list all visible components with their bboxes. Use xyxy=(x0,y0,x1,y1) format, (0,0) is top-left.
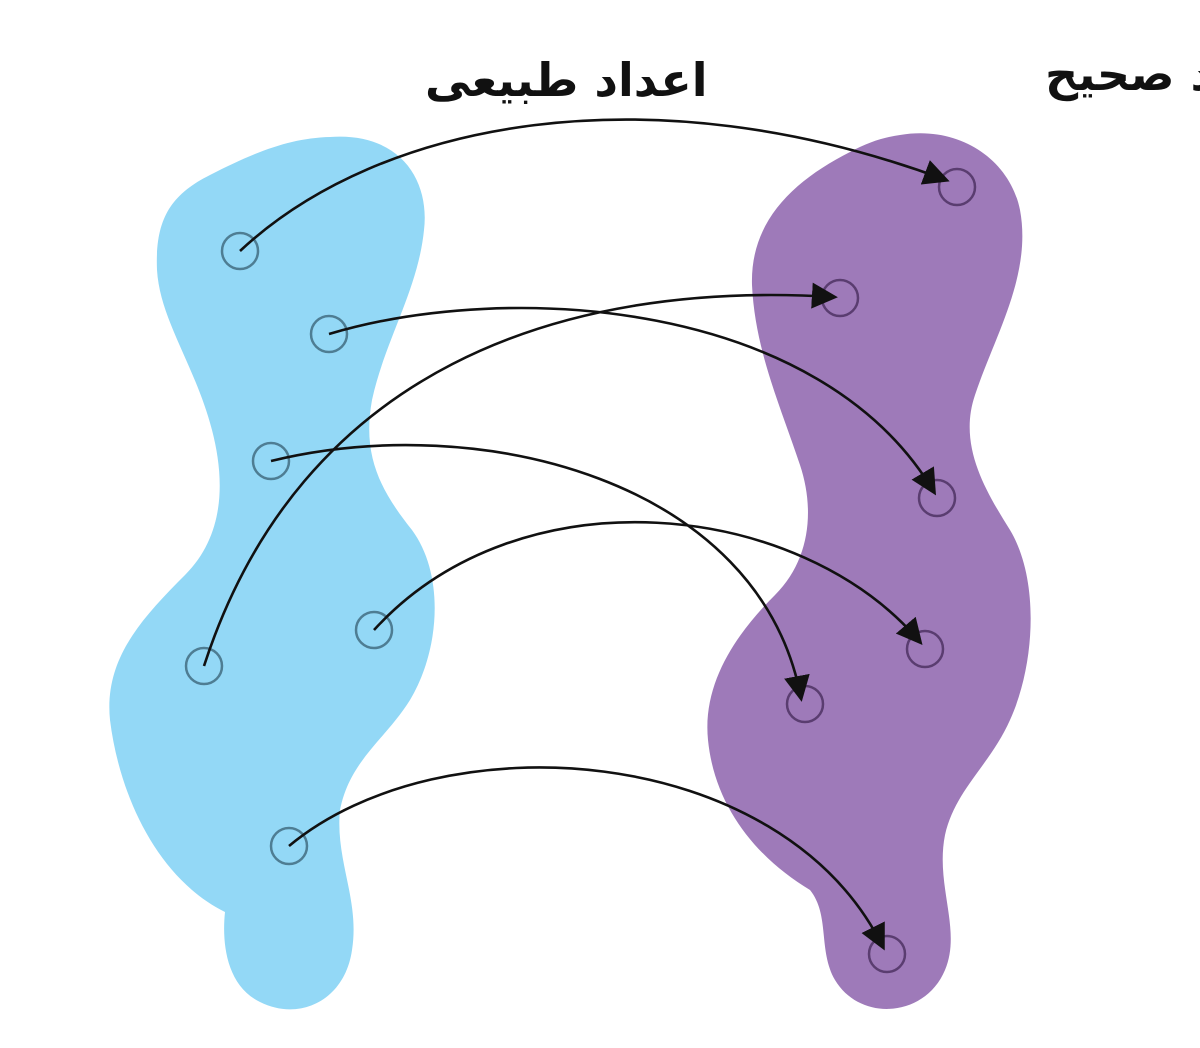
left-set-blob xyxy=(109,136,435,1010)
right-element-dot xyxy=(917,478,957,518)
right-set-title: اعداد صحیح xyxy=(1045,47,1200,101)
left-set-elements xyxy=(184,231,394,866)
right-element-dot xyxy=(905,629,945,669)
right-set-elements xyxy=(785,167,977,974)
mapping-arrows xyxy=(202,118,950,951)
mapping-arrow xyxy=(288,766,885,951)
mapping-arrow xyxy=(202,282,838,667)
left-element-dot xyxy=(251,441,291,481)
mapping-arrow xyxy=(373,521,923,645)
mapping-arrow xyxy=(328,306,936,496)
left-element-dot xyxy=(309,314,349,354)
left-element-dot xyxy=(354,610,394,650)
left-element-dot xyxy=(269,826,309,866)
mapping-arrow xyxy=(239,118,950,252)
right-set-blob xyxy=(707,133,1031,1009)
left-element-dot xyxy=(220,231,260,271)
mapping-arrow xyxy=(270,443,810,702)
right-element-dot xyxy=(867,934,907,974)
left-element-dot xyxy=(184,646,224,686)
right-element-dot xyxy=(937,167,977,207)
left-set-title: اعداد طبیعی xyxy=(425,53,708,107)
